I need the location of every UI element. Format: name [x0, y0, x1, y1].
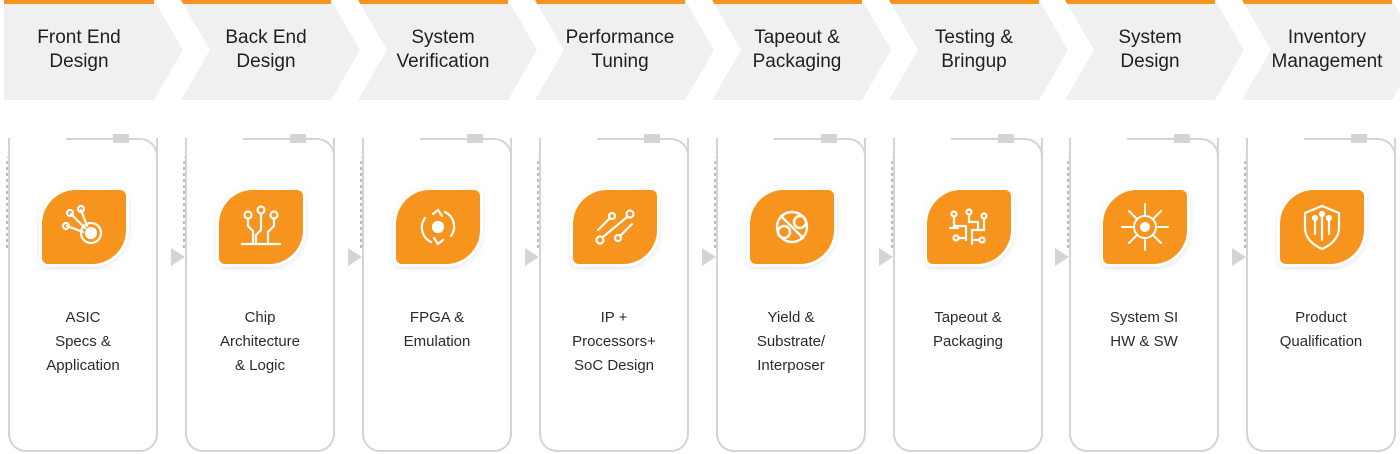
stage-accent-bar — [712, 0, 862, 4]
flow-arrow — [702, 248, 716, 266]
stage-title: System Design — [1118, 27, 1182, 72]
card-cleft — [362, 254, 364, 434]
stage-accent-bar — [535, 0, 685, 4]
card-notch — [1351, 134, 1367, 143]
stage-label: IP + Processors+ SoC Design — [572, 309, 656, 374]
stage-card-7: System SI HW & SW — [1069, 134, 1219, 452]
card-ctop — [659, 138, 689, 168]
stage-accent-bar — [181, 0, 331, 4]
stage-header-8: Inventory Management — [1242, 0, 1400, 100]
stage-label: Chip Architecture & Logic — [219, 309, 301, 374]
stage-label: System SI HW & SW — [1109, 309, 1179, 350]
stage-card-5: Yield & Substrate/ Interposer — [716, 134, 866, 452]
card-notch — [821, 134, 837, 143]
stage-accent-bar — [4, 0, 154, 4]
radial-hub-icon — [1103, 190, 1187, 264]
card-notch — [467, 134, 483, 143]
card-ctop — [305, 138, 335, 168]
stage-label: ASIC Specs & Application — [46, 309, 120, 374]
flow-arrow — [348, 248, 362, 266]
card-cline — [951, 138, 1017, 140]
stage-label: Product Qualification — [1279, 309, 1363, 350]
stage-label: Tapeout & Packaging — [932, 309, 1004, 350]
card-ctop — [1366, 138, 1396, 168]
stage-title: System Verification — [396, 27, 490, 72]
flow-arrow — [879, 248, 893, 266]
stage-title: Back End Design — [225, 27, 307, 72]
chip-network-icon — [42, 190, 126, 264]
circuit-grid-icon — [927, 190, 1011, 264]
card-notch — [290, 134, 306, 143]
stage-label: Yield & Substrate/ Interposer — [756, 309, 826, 374]
stage-title: Performance Tuning — [565, 27, 675, 72]
stage-card-2: Chip Architecture & Logic — [185, 134, 335, 452]
card-cleft — [8, 254, 10, 434]
rotating-core-icon — [396, 190, 480, 264]
flow-arrow — [525, 248, 539, 266]
card-cleft — [185, 254, 187, 434]
stage-accent-bar — [1242, 0, 1392, 4]
stage-header-7: System Design — [1065, 0, 1244, 100]
node-links-icon — [573, 190, 657, 264]
stage-header-3: System Verification — [358, 0, 537, 100]
card-cleft — [893, 254, 895, 434]
stage-card-4: IP + Processors+ SoC Design — [539, 134, 689, 452]
card-ctop — [482, 138, 512, 168]
stage-header-2: Back End Design — [181, 0, 360, 100]
stage-accent-bar — [889, 0, 1039, 4]
flow-arrow — [171, 248, 185, 266]
stage-header-1: Front End Design — [4, 0, 183, 100]
stage-card-6: Tapeout & Packaging — [893, 134, 1043, 452]
card-cline — [774, 138, 840, 140]
card-ctop — [128, 138, 158, 168]
stage-label: FPGA & Emulation — [403, 309, 471, 350]
stage-accent-bar — [358, 0, 508, 4]
card-notch — [1174, 134, 1190, 143]
stage-header-4: Performance Tuning — [535, 0, 714, 100]
card-cleft — [539, 254, 541, 434]
card-cleft — [1246, 254, 1248, 434]
stage-card-3: FPGA & Emulation — [362, 134, 512, 452]
card-notch — [998, 134, 1014, 143]
card-notch — [644, 134, 660, 143]
card-ctop — [836, 138, 866, 168]
card-cline — [243, 138, 309, 140]
stage-title: Inventory Management — [1271, 27, 1383, 72]
flow-arrow — [1055, 248, 1069, 266]
card-cline — [597, 138, 663, 140]
stage-title: Front End Design — [37, 27, 121, 72]
card-cleft — [1069, 254, 1071, 434]
card-cline — [66, 138, 132, 140]
stage-accent-bar — [1065, 0, 1215, 4]
card-ctop — [1013, 138, 1043, 168]
card-cline — [420, 138, 486, 140]
stage-card-1: ASIC Specs & Application — [8, 134, 158, 452]
card-notch — [113, 134, 129, 143]
interlocked-rings-icon — [750, 190, 834, 264]
card-cline — [1127, 138, 1193, 140]
stage-title: Testing & Bringup — [934, 27, 1014, 72]
circuit-traces-icon — [219, 190, 303, 264]
stage-header-5: Tapeout & Packaging — [712, 0, 891, 100]
flow-arrow — [1232, 248, 1246, 266]
shield-circuit-icon — [1280, 190, 1364, 264]
card-ctop — [1189, 138, 1219, 168]
stage-card-8: Product Qualification — [1246, 134, 1396, 452]
stage-header-6: Testing & Bringup — [889, 0, 1068, 100]
stage-title: Tapeout & Packaging — [752, 27, 842, 72]
card-cleft — [716, 254, 718, 434]
card-cline — [1304, 138, 1370, 140]
